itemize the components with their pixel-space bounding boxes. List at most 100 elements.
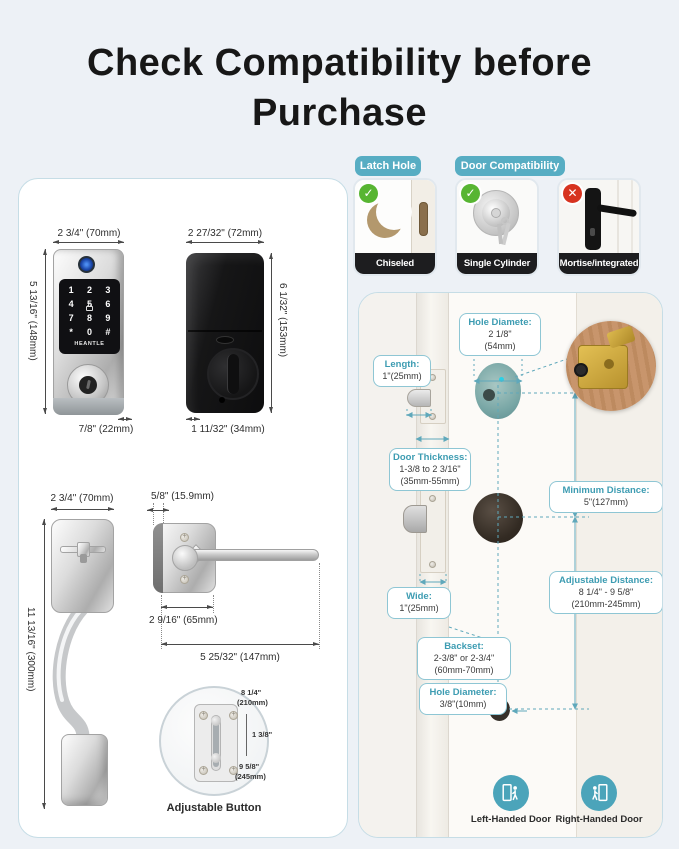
dim-line bbox=[186, 240, 264, 244]
card-mortise-label: Mortise/integrated bbox=[559, 253, 639, 274]
mortise-plate bbox=[585, 188, 601, 250]
handle-length-dim: 5 25/32" (147mm) bbox=[200, 652, 280, 663]
deadbolt-bolt bbox=[403, 505, 427, 533]
lock-bottom-cap bbox=[53, 398, 124, 415]
dim-line bbox=[51, 507, 114, 511]
latch-hole-badge: Latch Hole bbox=[355, 156, 421, 176]
rear-width-dim: 2 27/32" (72mm) bbox=[187, 228, 263, 239]
card-chiseled: ✓ Chiseled bbox=[353, 178, 437, 276]
screw-icon: + bbox=[180, 533, 189, 542]
callout-hole-diameter-bottom: Hole Diameter: 3/8"(10mm) bbox=[419, 683, 507, 715]
rear-height-dim: 6 1/32" (153mm) bbox=[277, 283, 288, 358]
handle-height-dim: 11 13/16" (300mm) bbox=[25, 607, 36, 692]
callout-wide: Wide: 1"(25mm) bbox=[387, 587, 451, 619]
dim-line bbox=[161, 605, 213, 609]
adjustable-top-in: 8 1/4" bbox=[241, 688, 262, 697]
adjustable-bottom-mm: (245mm) bbox=[235, 772, 266, 781]
callout-door-thickness: Door Thickness: 1-3/8 to 2 3/16" (35mm-5… bbox=[389, 448, 471, 492]
callout-minimum-distance: Minimum Distance: 5"(127mm) bbox=[549, 481, 662, 513]
handle-grip bbox=[52, 604, 90, 743]
key: 8 bbox=[86, 313, 92, 323]
screw-icon: + bbox=[199, 766, 208, 775]
title-line1: Check Compatibility before bbox=[87, 42, 592, 84]
handle-side-edge bbox=[153, 523, 163, 593]
key: 1 bbox=[68, 285, 74, 295]
chiseled-photo bbox=[355, 180, 435, 257]
callout-backset: Backset: 2-3/8" or 2-3/4" (60mm-70mm) bbox=[417, 637, 511, 681]
latch-screw-dark bbox=[574, 363, 588, 377]
lever-hub bbox=[172, 545, 198, 571]
key: * bbox=[69, 327, 73, 337]
adjustable-bottom-in: 9 5/8" bbox=[239, 762, 260, 771]
thumb-turn-bar bbox=[227, 354, 239, 394]
callout-hole-diameter-top: Hole Diamete: 2 1/8" (54mm) bbox=[459, 313, 541, 357]
front-depth-dim: 7/8" (22mm) bbox=[78, 424, 134, 435]
screw-icon bbox=[429, 561, 436, 568]
title-line2: Purchase bbox=[251, 92, 428, 134]
card-single-cylinder-label: Single Cylinder bbox=[457, 253, 537, 274]
cylinder-face bbox=[491, 208, 501, 218]
check-icon: ✓ bbox=[359, 184, 378, 203]
rear-button bbox=[216, 336, 234, 344]
handle-front-plate bbox=[51, 519, 114, 613]
handle-width-dim: 2 3/4" (70mm) bbox=[50, 493, 114, 504]
right-handed-door-icon bbox=[581, 775, 617, 811]
rear-depth-dim: 1 11/32" (34mm) bbox=[191, 424, 265, 435]
callout-adjustable-distance: Adjustable Distance: 8 1/4" - 9 5/8" (21… bbox=[549, 571, 662, 615]
adjustable-top-mm: (210mm) bbox=[237, 698, 268, 707]
cross-icon: ✕ bbox=[563, 184, 582, 203]
front-width-dim: 2 3/4" (70mm) bbox=[57, 228, 121, 239]
guide-line bbox=[163, 503, 164, 525]
key: 7 bbox=[68, 313, 74, 323]
dim-line bbox=[53, 240, 124, 244]
left-handed-door-icon bbox=[493, 775, 529, 811]
key: 6 bbox=[105, 299, 111, 309]
dim-line bbox=[161, 642, 319, 646]
callout-length: Length: 1"(25mm) bbox=[373, 355, 431, 387]
screw-icon: + bbox=[199, 711, 208, 720]
mortise-keyhole bbox=[590, 228, 595, 236]
key-ring bbox=[501, 217, 509, 225]
guide-line bbox=[319, 563, 320, 649]
screw-icon: + bbox=[229, 711, 238, 720]
door-panel-line bbox=[631, 180, 633, 257]
handle-rose-dim: 2 9/16" (65mm) bbox=[149, 615, 218, 626]
latch-mechanism-inset bbox=[566, 321, 656, 411]
lever-bar bbox=[191, 549, 319, 561]
guide-line bbox=[161, 595, 162, 649]
left-handed-door-label: Left-Handed Door bbox=[470, 814, 552, 825]
brand-label: HEANTLE bbox=[74, 341, 105, 347]
screw-icon bbox=[429, 495, 436, 502]
rear-hole bbox=[219, 397, 225, 403]
key: 3 bbox=[105, 285, 111, 295]
adjustable-button-inset: + + + + bbox=[159, 686, 269, 796]
key: 2 bbox=[86, 285, 92, 295]
door-panel-line bbox=[617, 180, 619, 257]
right-handed-door-label: Right-Handed Door bbox=[555, 814, 643, 825]
card-mortise: ✕ Mortise/integrated bbox=[557, 178, 641, 276]
key: 0 bbox=[86, 327, 92, 337]
key: 4 bbox=[68, 299, 74, 309]
adjust-stud-bottom bbox=[211, 753, 221, 763]
knob-rose bbox=[473, 190, 519, 236]
dim-line bbox=[42, 519, 46, 809]
handle-bottom-plate bbox=[61, 734, 108, 806]
single-cylinder-photo bbox=[457, 180, 537, 257]
adjustable-mid: 1 3/8" bbox=[252, 730, 273, 739]
thumb-latch-tab bbox=[80, 554, 87, 563]
bore-hole-top-detail bbox=[483, 389, 495, 401]
dim-line bbox=[118, 417, 132, 421]
adjustable-caption: Adjustable Button bbox=[166, 802, 262, 814]
dim-line bbox=[186, 417, 200, 421]
lock-icon-shackle bbox=[87, 303, 92, 307]
card-chiseled-label: Chiseled bbox=[355, 253, 435, 274]
check-icon: ✓ bbox=[461, 184, 480, 203]
key: # bbox=[105, 327, 111, 337]
page-title: Check Compatibility before Purchase bbox=[0, 38, 679, 138]
door-diagram-panel: Hole Diamete: 2 1/8" (54mm) Length: 1"(2… bbox=[358, 292, 663, 838]
